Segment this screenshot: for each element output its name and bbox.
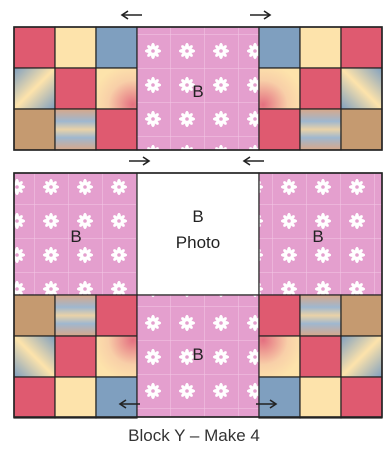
bottom-left-tan-patch [14, 295, 55, 336]
bottom-right-tan-patch [341, 295, 382, 336]
top-right-red-patch [259, 109, 300, 150]
block-label-bottom: B [192, 345, 203, 364]
bottom-right-yellow-patch [300, 377, 341, 418]
arrow-right-icon [250, 11, 270, 19]
top-right-striped-patch [300, 109, 341, 150]
top-left-diagonal-patch [14, 68, 55, 109]
top-right-tan-patch [341, 109, 382, 150]
block-label-right: B [312, 227, 323, 246]
top-left-yellow-patch [55, 27, 96, 68]
arrow-right-icon [129, 157, 149, 165]
top-left-red-patch [55, 68, 96, 109]
bottom-left-red-patch [14, 377, 55, 418]
top-right-red-patch [341, 27, 382, 68]
bottom-left-diagonal-patch [14, 336, 55, 377]
top-right-red-patch [300, 68, 341, 109]
top-left-tan-patch [14, 109, 55, 150]
bottom-right-red-patch [300, 336, 341, 377]
photo-label: Photo [176, 233, 220, 252]
bottom-right-blue-patch [259, 377, 300, 418]
top-left-peach-patch [96, 68, 137, 109]
bottom-left-blue-patch [96, 377, 137, 418]
top-left-red-patch [96, 109, 137, 150]
bottom-right-red-patch [259, 295, 300, 336]
bottom-left-striped-patch [55, 295, 96, 336]
block-caption: Block Y – Make 4 [0, 426, 388, 446]
top-left-striped-patch [55, 109, 96, 150]
arrow-left-icon [244, 157, 264, 165]
block-label-top: B [192, 82, 203, 101]
top-right-blue-patch [259, 27, 300, 68]
bottom-left-red-patch [96, 295, 137, 336]
top-right-peach-patch [259, 68, 300, 109]
top-left-blue-patch [96, 27, 137, 68]
block-label-left: B [70, 227, 81, 246]
bottom-right-striped-patch [300, 295, 341, 336]
bottom-right-red-patch [341, 377, 382, 418]
bottom-left-red-patch [55, 336, 96, 377]
top-right-yellow-patch [300, 27, 341, 68]
bottom-right-diagonal-patch [341, 336, 382, 377]
bottom-left-peach-patch [96, 336, 137, 377]
bottom-left-yellow-patch [55, 377, 96, 418]
block-label-photo: B [192, 207, 203, 226]
top-left-red-patch [14, 27, 55, 68]
bottom-right-peach-patch [259, 336, 300, 377]
arrow-left-icon [122, 11, 142, 19]
top-right-diagonal-patch [341, 68, 382, 109]
